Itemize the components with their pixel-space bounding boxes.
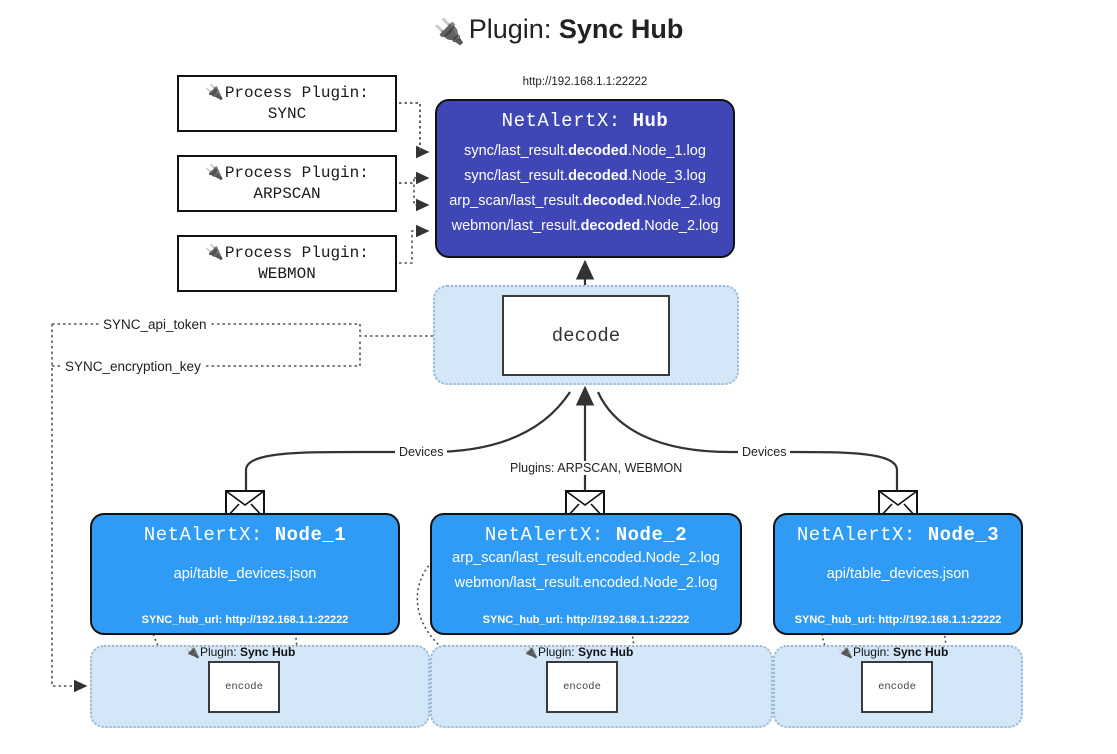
encode-plugin-prefix: Plugin: xyxy=(199,645,237,659)
hub-url-label: http://192.168.1.1:22222 xyxy=(522,76,648,88)
process-plugin-header: 🔌Process Plugin: xyxy=(205,82,369,104)
process-plugin-header-text: Process Plugin: xyxy=(224,244,369,262)
edge-label-devices-left: Devices xyxy=(395,445,448,459)
logline-post: .Node_2.log xyxy=(640,218,719,234)
node-title: NetAlertX: Node_1 xyxy=(144,524,346,546)
hub-logline-1: sync/last_result.decoded.Node_1.log xyxy=(464,139,706,164)
logline-pre: sync/last_result. xyxy=(464,168,569,184)
encode-plugin-label-node-1: 🔌Plugin: Sync Hub xyxy=(185,645,295,659)
process-plugin-header-text: Process Plugin: xyxy=(224,164,369,182)
hub-title: NetAlertX: Hub xyxy=(502,110,669,132)
edge-label-devices-right: Devices xyxy=(738,445,791,459)
encode-plugin-name: Sync Hub xyxy=(578,645,634,659)
node-title-name: Node_3 xyxy=(927,524,1000,546)
process-plugin-name: SYNC xyxy=(267,105,307,123)
process-plugin-header-text: Process Plugin: xyxy=(224,84,369,102)
hub-logline-3: arp_scan/last_result.decoded.Node_2.log xyxy=(449,189,721,214)
edge-label-plugins: Plugins: ARPSCAN, WEBMON xyxy=(506,461,687,475)
plug-icon: 🔌 xyxy=(205,84,224,101)
node-hub-url: SYNC_hub_url: http://192.168.1.1:22222 xyxy=(482,614,690,626)
plug-icon: 🔌 xyxy=(433,18,465,46)
hub-box[interactable]: NetAlertX: Hub sync/last_result.decoded.… xyxy=(435,99,735,258)
decode-box[interactable]: decode xyxy=(502,295,670,376)
page-title-prefix: Plugin: xyxy=(468,14,552,44)
hub-logline-2: sync/last_result.decoded.Node_3.log xyxy=(464,164,706,189)
logline-pre: sync/last_result. xyxy=(464,143,569,159)
hub-title-prefix: NetAlertX: xyxy=(501,110,621,132)
hub-logline-4: webmon/last_result.decoded.Node_2.log xyxy=(452,214,719,239)
process-plugin-header: 🔌Process Plugin: xyxy=(205,162,369,184)
logline-post: .Node_3.log xyxy=(627,168,706,184)
plug-icon: 🔌 xyxy=(838,645,853,659)
hub-title-name: Hub xyxy=(632,110,669,132)
node-line: api/table_devices.json xyxy=(173,566,317,582)
logline-bold: decoded xyxy=(568,168,628,184)
plug-icon: 🔌 xyxy=(185,645,200,659)
encode-box-node-1[interactable]: encode xyxy=(208,661,280,713)
node-title: NetAlertX: Node_3 xyxy=(797,524,999,546)
logline-post: .Node_2.log xyxy=(642,193,721,209)
node-hub-url: SYNC_hub_url: http://192.168.1.1:22222 xyxy=(794,614,1002,626)
node-line: webmon/last_result.encoded.Node_2.log xyxy=(454,575,718,591)
process-plugin-name: ARPSCAN xyxy=(253,185,321,203)
node-title-prefix: NetAlertX: xyxy=(796,524,916,546)
logline-bold: decoded xyxy=(568,143,628,159)
node-box-node-3[interactable]: NetAlertX: Node_3 api/table_devices.json… xyxy=(773,513,1023,635)
node-title-prefix: NetAlertX: xyxy=(143,524,263,546)
page-title: 🔌Plugin: Sync Hub xyxy=(0,14,1117,46)
sync-api-token-label: SYNC_api_token xyxy=(100,317,210,332)
logline-bold: decoded xyxy=(582,193,643,209)
node-line: api/table_devices.json xyxy=(826,566,970,582)
process-plugin-box-arpscan[interactable]: 🔌Process Plugin: ARPSCAN xyxy=(177,155,397,212)
process-plugin-box-sync[interactable]: 🔌Process Plugin: SYNC xyxy=(177,75,397,132)
node-title: NetAlertX: Node_2 xyxy=(485,524,687,546)
node-line: arp_scan/last_result.encoded.Node_2.log xyxy=(452,550,720,566)
logline-post: .Node_1.log xyxy=(627,143,706,159)
process-plugin-header: 🔌Process Plugin: xyxy=(205,242,369,264)
encode-plugin-name: Sync Hub xyxy=(240,645,296,659)
plug-icon: 🔌 xyxy=(205,244,224,261)
page-title-name: Sync Hub xyxy=(558,14,684,44)
process-plugin-name: WEBMON xyxy=(258,265,316,283)
sync-encryption-key-label: SYNC_encryption_key xyxy=(62,359,204,374)
logline-pre: webmon/last_result. xyxy=(451,218,581,234)
process-plugin-box-webmon[interactable]: 🔌Process Plugin: WEBMON xyxy=(177,235,397,292)
encode-box-node-3[interactable]: encode xyxy=(861,661,933,713)
node-title-name: Node_2 xyxy=(615,524,688,546)
logline-pre: arp_scan/last_result. xyxy=(449,193,583,209)
plug-icon: 🔌 xyxy=(205,164,224,181)
encode-plugin-prefix: Plugin: xyxy=(537,645,575,659)
node-title-name: Node_1 xyxy=(274,524,347,546)
logline-bold: decoded xyxy=(580,218,641,234)
encode-plugin-name: Sync Hub xyxy=(893,645,949,659)
plug-icon: 🔌 xyxy=(523,645,538,659)
encode-plugin-prefix: Plugin: xyxy=(852,645,890,659)
node-box-node-2[interactable]: NetAlertX: Node_2 arp_scan/last_result.e… xyxy=(430,513,742,635)
node-hub-url: SYNC_hub_url: http://192.168.1.1:22222 xyxy=(141,614,349,626)
encode-plugin-label-node-2: 🔌Plugin: Sync Hub xyxy=(523,645,633,659)
encode-box-node-2[interactable]: encode xyxy=(546,661,618,713)
node-box-node-1[interactable]: NetAlertX: Node_1 api/table_devices.json… xyxy=(90,513,400,635)
node-title-prefix: NetAlertX: xyxy=(484,524,604,546)
encode-plugin-label-node-3: 🔌Plugin: Sync Hub xyxy=(838,645,948,659)
